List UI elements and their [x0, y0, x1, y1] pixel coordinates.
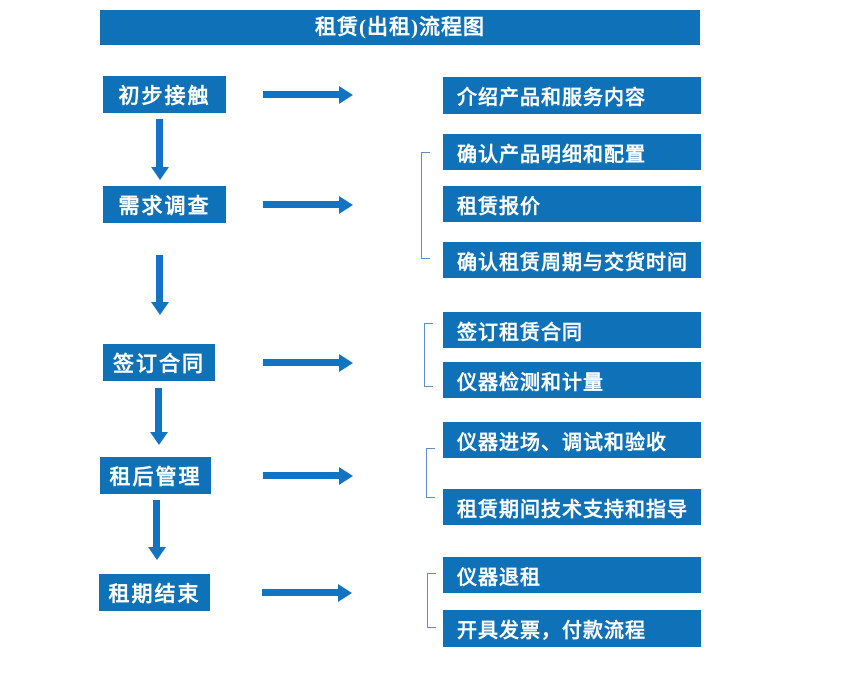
- arrow-down-3: [155, 388, 162, 432]
- detail-box-confirm-product-spec: 确认产品明细和配置: [443, 134, 701, 170]
- bracket-demand-survey-group: [421, 152, 430, 259]
- arrow-right-2: [263, 201, 339, 208]
- detail-box-invoice-payment: 开具发票，付款流程: [443, 610, 701, 647]
- detail-box-instrument-testing: 仪器检测和计量: [443, 362, 701, 398]
- detail-box-rental-quotation: 租赁报价: [443, 186, 701, 222]
- bracket-post-rental-group: [426, 448, 435, 498]
- step-box-lease-end: 租期结束: [99, 574, 210, 611]
- detail-box-sign-lease-contract: 签订租赁合同: [443, 312, 701, 348]
- detail-box-instrument-arrival: 仪器进场、调试和验收: [443, 422, 701, 458]
- detail-box-confirm-lease-period: 确认租赁周期与交货时间: [443, 242, 701, 278]
- arrow-down-2: [156, 255, 163, 302]
- detail-box-instrument-return: 仪器退租: [443, 557, 701, 593]
- arrow-right-3: [263, 359, 339, 366]
- arrow-right-4: [263, 472, 339, 479]
- step-box-sign-contract: 签订合同: [103, 344, 215, 381]
- detail-box-tech-support: 租赁期间技术支持和指导: [443, 489, 701, 525]
- detail-box-introduce-products: 介绍产品和服务内容: [443, 77, 701, 114]
- bracket-lease-end-group: [427, 573, 436, 628]
- bracket-sign-contract-group: [424, 323, 433, 387]
- arrow-right-5: [262, 589, 338, 596]
- arrow-down-4: [153, 500, 160, 547]
- page-title: 租赁(出租)流程图: [315, 15, 485, 39]
- flowchart-title-bar: 租赁(出租)流程图: [100, 10, 700, 45]
- step-box-demand-survey: 需求调查: [103, 186, 226, 223]
- arrow-down-1: [156, 119, 163, 167]
- step-box-post-rental-mgmt: 租后管理: [100, 457, 211, 494]
- step-box-initial-contact: 初步接触: [103, 76, 226, 113]
- arrow-right-1: [263, 91, 339, 98]
